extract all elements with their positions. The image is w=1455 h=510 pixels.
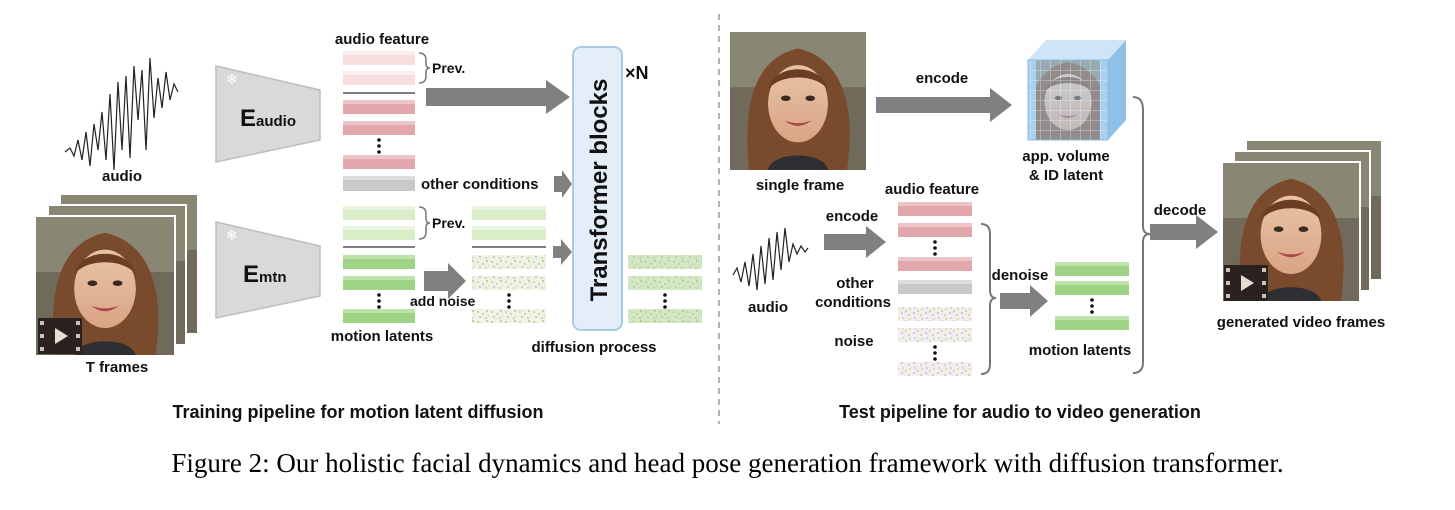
single-frame-label: single frame (756, 177, 844, 194)
app-volume-label: app. volume (1022, 148, 1110, 165)
conditions-label: conditions (815, 294, 891, 311)
test-motion-latents-label: motion latents (1029, 342, 1132, 359)
t-frames-label: T frames (86, 359, 149, 376)
audio-feature-arrow (426, 80, 570, 114)
noisy-latent-stack (472, 206, 546, 323)
repeat-label: ×N (625, 63, 649, 83)
add-noise-label: add noise (410, 293, 476, 309)
transformer-blocks (572, 46, 623, 331)
test-encode-arrow (824, 226, 886, 258)
test-audio-waveform (732, 227, 809, 291)
audio-label: audio (102, 168, 142, 185)
noisy-latent-arrow (553, 239, 572, 265)
other-label: other (836, 275, 874, 292)
test-title: Test pipeline for audio to video generat… (839, 402, 1201, 422)
encode-arrow (876, 88, 1012, 122)
t-frames-stack (34, 193, 199, 357)
diffusion-process-label: diffusion process (531, 339, 656, 356)
output-latent-stack (628, 255, 702, 323)
prev-label: Prev. (432, 60, 465, 76)
app-volume-cube (1027, 40, 1126, 141)
denoise-label: denoise (992, 267, 1049, 284)
single-frame-image (730, 32, 866, 170)
other-conditions-label: other conditions (421, 176, 539, 193)
training-title: Training pipeline for motion latent diff… (173, 402, 544, 422)
snowflake-icon: ❄ (226, 72, 238, 88)
generated-frames-label: generated video frames (1217, 314, 1385, 331)
audio-encoder: ❄ Eaudio (215, 65, 321, 163)
test-audio-label: audio (748, 299, 788, 316)
noise-label: noise (834, 333, 873, 350)
id-latent-label: & ID latent (1029, 167, 1103, 184)
play-icon (38, 318, 82, 354)
audio-feature-label: audio feature (335, 31, 429, 48)
figure-caption: Figure 2: Our holistic facial dynamics a… (171, 448, 1284, 478)
transformer-label: Transformer blocks (586, 79, 613, 302)
test-motion-latents (1055, 262, 1129, 330)
test-encode-label: encode (826, 208, 879, 225)
motion-encoder: ❄ Emtn (215, 221, 321, 319)
motion-latents-label: motion latents (331, 328, 434, 345)
generated-frames-stack (1221, 139, 1383, 303)
audio-encoder-label: Eaudio (240, 105, 296, 132)
test-audio-feature-label: audio feature (885, 181, 979, 198)
decode-label: decode (1154, 202, 1207, 219)
motion-latent-stack (343, 206, 415, 323)
prev-label: Prev. (432, 215, 465, 231)
denoise-bracket (980, 223, 997, 375)
denoise-arrow (1000, 285, 1048, 317)
audio-feature-stack (343, 51, 415, 169)
add-noise-arrow (424, 263, 466, 299)
motion-encoder-label: Emtn (243, 261, 287, 288)
play-icon (1224, 265, 1268, 301)
test-feature-stack (898, 202, 972, 376)
conditions-arrow (554, 170, 572, 198)
decode-arrow (1150, 215, 1218, 249)
encode-label: encode (916, 70, 969, 87)
snowflake-icon: ❄ (226, 228, 238, 244)
decode-bracket (1132, 96, 1151, 374)
audio-waveform (64, 57, 179, 171)
